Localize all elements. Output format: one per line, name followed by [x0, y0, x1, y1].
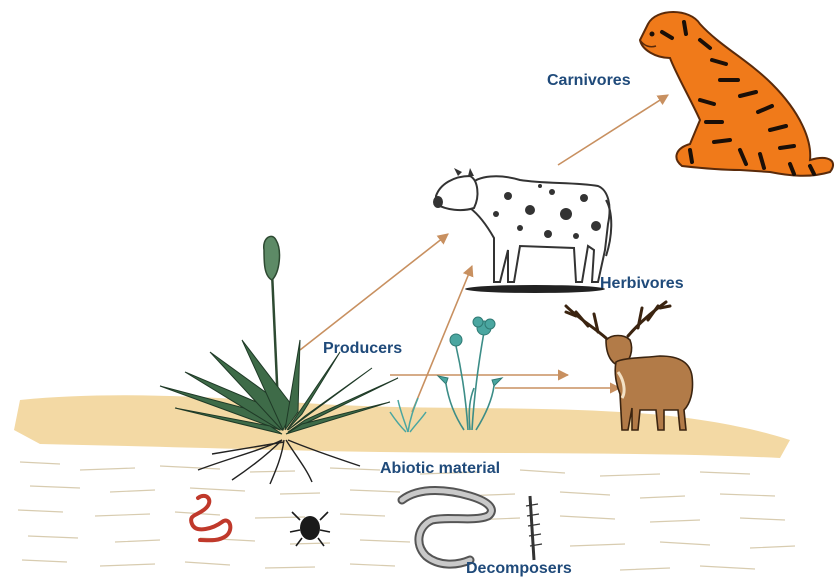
snake-worm-icon: [402, 491, 491, 565]
cow-icon: [433, 168, 611, 293]
carnivores-label: Carnivores: [547, 72, 631, 90]
herbivores-label: Herbivores: [600, 275, 684, 293]
decomposers-label: Decomposers: [466, 560, 572, 578]
insect-larva-icon: [526, 496, 542, 560]
beetle-icon: [290, 512, 330, 546]
energy-flow-arrows: [300, 95, 668, 412]
producers-label: Producers: [323, 340, 402, 358]
arrow-producer-to-cow: [300, 234, 448, 350]
soil-texture: [18, 462, 795, 570]
abiotic-material-label: Abiotic material: [380, 460, 500, 478]
arrow-herbivore-to-carnivore: [558, 95, 668, 165]
tiger-icon: [640, 12, 833, 176]
worm-icon: [191, 496, 230, 540]
arrow-flower-to-cow: [412, 266, 472, 412]
